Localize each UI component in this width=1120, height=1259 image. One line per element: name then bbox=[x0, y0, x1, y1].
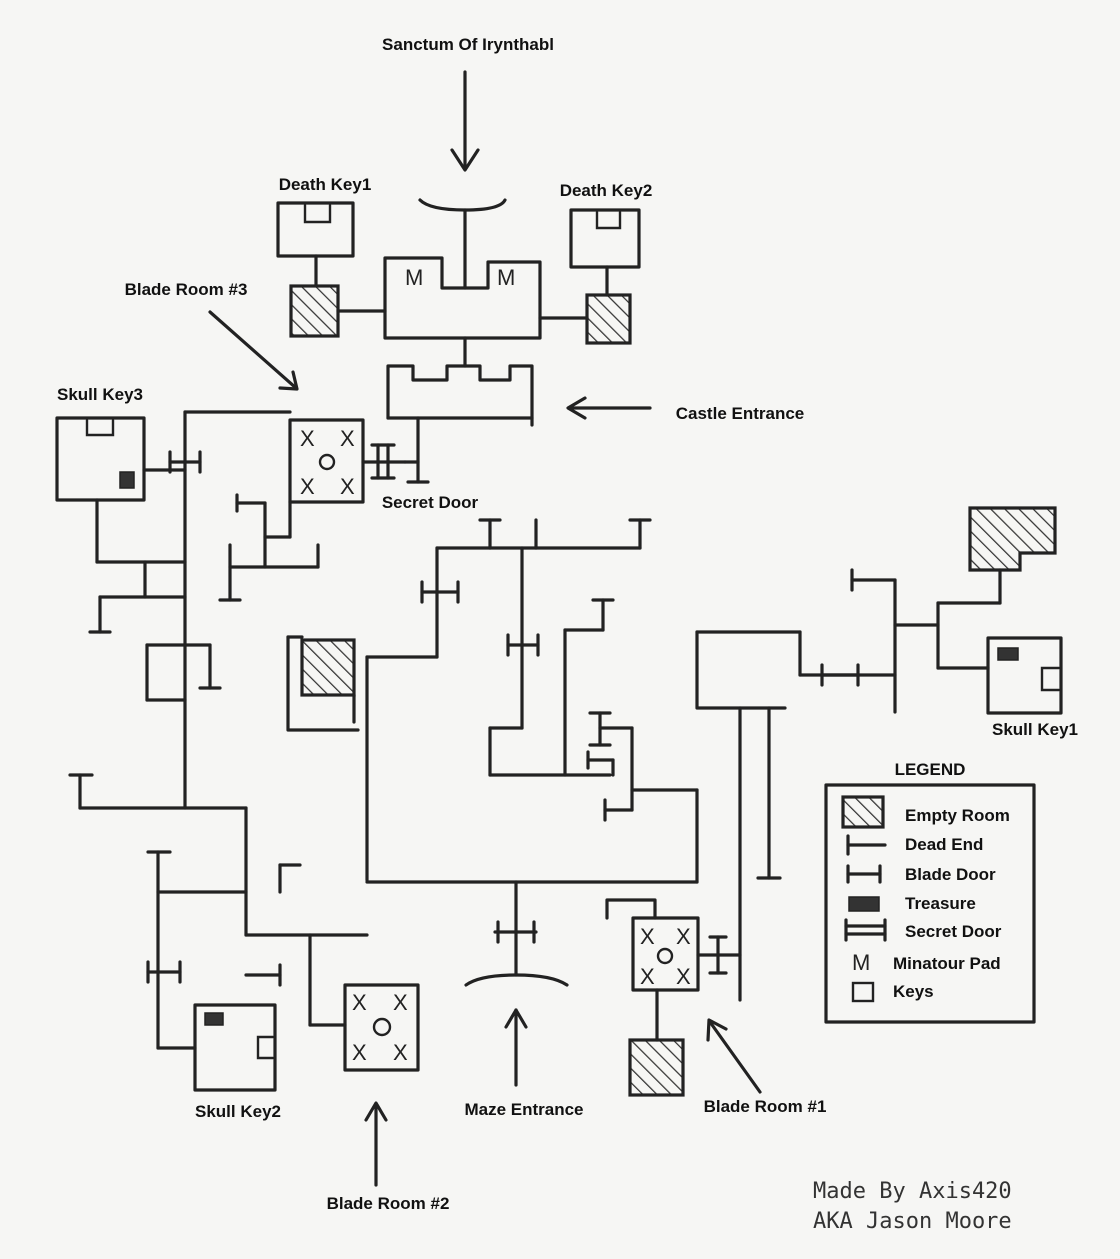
blade-room-3: X X X X bbox=[288, 418, 365, 504]
legend-empty-room-symbol bbox=[841, 795, 885, 829]
credit-line1: Made By Axis420 bbox=[813, 1179, 1012, 1204]
blade-x: X bbox=[352, 990, 367, 1015]
skull-key1-room bbox=[986, 636, 1063, 715]
legend-minotaur-pad-symbol: M bbox=[852, 950, 870, 975]
sanctum-label: Sanctum Of Irynthabl bbox=[382, 35, 554, 54]
legend-blade-door-symbol bbox=[846, 864, 882, 884]
blade-x: X bbox=[393, 1040, 408, 1065]
sanctum-arrow bbox=[450, 70, 480, 172]
secret-door-symbol bbox=[361, 443, 420, 480]
secret-door-label: Secret Door bbox=[382, 493, 479, 512]
credit-line2: AKA Jason Moore bbox=[813, 1209, 1012, 1234]
blade-x: X bbox=[393, 990, 408, 1015]
skull-key1-label: Skull Key1 bbox=[992, 720, 1078, 739]
legend-dead-end-label: Dead End bbox=[905, 835, 983, 854]
legend-key-symbol bbox=[851, 981, 875, 1003]
castle-entrance-label: Castle Entrance bbox=[676, 404, 805, 423]
blade-x: X bbox=[340, 426, 355, 451]
minotaur-pad-right: M bbox=[497, 265, 515, 290]
blade-x: X bbox=[300, 426, 315, 451]
legend-treasure-symbol bbox=[848, 896, 880, 912]
blade-room-1: X X X X bbox=[605, 898, 742, 1097]
west-corridors bbox=[68, 410, 320, 937]
skull-key2-room bbox=[193, 1003, 277, 1092]
blade-room-3-label: Blade Room #3 bbox=[125, 280, 248, 299]
death-key1-room bbox=[276, 201, 387, 338]
blade-room-2-label: Blade Room #2 bbox=[327, 1194, 450, 1213]
legend-secret-door-label: Secret Door bbox=[905, 922, 1002, 941]
blade-room-2: X X X X bbox=[343, 983, 420, 1072]
blade-room-2-arrow bbox=[364, 1101, 388, 1187]
blade-x: X bbox=[676, 964, 691, 989]
death-key2-room bbox=[538, 208, 641, 345]
legend-minotaur-pad-label: Minatour Pad bbox=[893, 954, 1001, 973]
east-corridors bbox=[365, 568, 1002, 1002]
legend-treasure-label: Treasure bbox=[905, 894, 976, 913]
legend-title: LEGEND bbox=[895, 760, 966, 779]
death-key1-label: Death Key1 bbox=[279, 175, 372, 194]
castle-hall: M M bbox=[383, 256, 542, 340]
blade-room-1-label: Blade Room #1 bbox=[704, 1097, 827, 1116]
castle-entrance-arrow bbox=[566, 396, 652, 420]
ne-empty-room bbox=[968, 506, 1057, 572]
blade-x: X bbox=[676, 924, 691, 949]
sanctum-entry bbox=[418, 198, 507, 290]
central-corridors bbox=[365, 518, 652, 882]
skull-key2-label: Skull Key2 bbox=[195, 1102, 281, 1121]
skull-key3-room bbox=[55, 416, 187, 564]
legend-blade-door-label: Blade Door bbox=[905, 865, 996, 884]
blade-room-3-arrow bbox=[208, 310, 299, 391]
blade-room-1-arrow bbox=[706, 1018, 762, 1094]
castle-entrance-room bbox=[386, 336, 534, 484]
legend: LEGEND Empty Room Dead End Blade Door Tr… bbox=[824, 760, 1036, 1024]
maze-entrance bbox=[464, 880, 569, 987]
legend-dead-end-symbol bbox=[846, 834, 887, 856]
skull-key3-label: Skull Key3 bbox=[57, 385, 143, 404]
blade-x: X bbox=[640, 924, 655, 949]
blade-x: X bbox=[300, 474, 315, 499]
death-key2-label: Death Key2 bbox=[560, 181, 653, 200]
blade-x: X bbox=[352, 1040, 367, 1065]
legend-keys-label: Keys bbox=[893, 982, 934, 1001]
central-empty-room bbox=[286, 635, 360, 732]
maze-entrance-label: Maze Entrance bbox=[464, 1100, 583, 1119]
blade-x: X bbox=[640, 964, 655, 989]
southwest-corridors bbox=[146, 850, 369, 1050]
legend-empty-room-label: Empty Room bbox=[905, 806, 1010, 825]
blade-x: X bbox=[340, 474, 355, 499]
maze-entrance-arrow bbox=[504, 1008, 528, 1087]
legend-secret-door-symbol bbox=[844, 918, 887, 942]
minotaur-pad-left: M bbox=[405, 265, 423, 290]
